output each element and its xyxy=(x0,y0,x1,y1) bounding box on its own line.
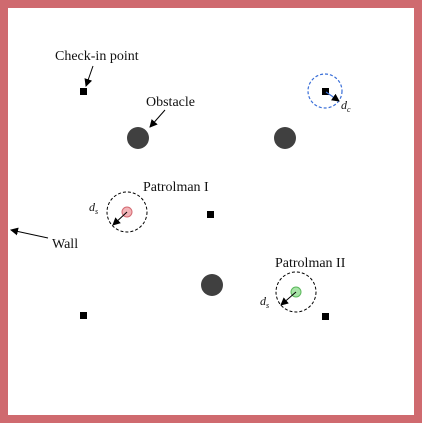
checkin-point-1 xyxy=(80,88,87,95)
obstacle-2 xyxy=(274,127,296,149)
patrolman1-sensing-circle xyxy=(106,191,148,233)
patrolman1-radius-symbol: ds xyxy=(89,200,98,216)
wall-label-arrow xyxy=(10,227,49,239)
checkin-point-3 xyxy=(207,211,214,218)
patrolman2-sensing-circle xyxy=(275,271,317,313)
patrolman2-radius-arrow xyxy=(280,291,297,306)
obstacle-label-arrow xyxy=(149,109,166,128)
wall-label: Wall xyxy=(52,237,78,252)
checkin-point-2 xyxy=(322,88,329,95)
obstacle-label: Obstacle xyxy=(146,95,195,110)
patrolman2-radius-symbol: ds xyxy=(260,294,269,310)
checkin-radius-circle xyxy=(307,73,343,109)
patrolman2-label: Patrolman II xyxy=(275,256,346,271)
checkin-point-4 xyxy=(80,312,87,319)
checkin-label: Check-in point xyxy=(55,49,139,64)
checkin-label-arrow xyxy=(84,65,94,87)
obstacle-1 xyxy=(127,127,149,149)
checkin-point-5 xyxy=(322,313,329,320)
patrolman1-radius-arrow xyxy=(112,211,128,226)
checkin-radius-symbol: dc xyxy=(341,98,351,114)
patrolman1-label: Patrolman I xyxy=(143,180,209,195)
checkin-radius-arrow xyxy=(325,91,340,102)
obstacle-3 xyxy=(201,274,223,296)
